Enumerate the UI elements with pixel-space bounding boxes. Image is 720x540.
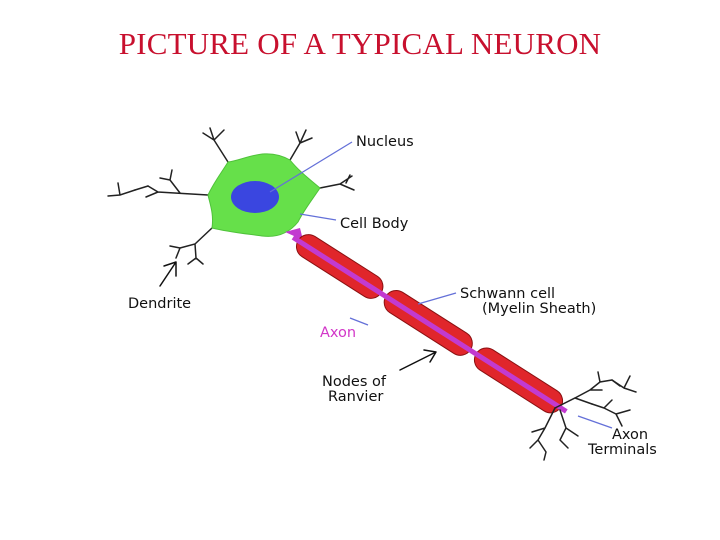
label-schwann-cell: Schwann cell bbox=[460, 286, 555, 302]
axon-core bbox=[291, 235, 568, 414]
axon-leader bbox=[349, 317, 369, 326]
dendrites bbox=[107, 127, 355, 265]
schwann-leader bbox=[417, 292, 457, 305]
label-axon: Axon bbox=[320, 325, 356, 341]
axon-terminals bbox=[529, 371, 637, 461]
label-ranvier: Ranvier bbox=[328, 389, 383, 405]
label-axon-terminals-2: Terminals bbox=[587, 442, 657, 458]
label-axon-terminals-1: Axon bbox=[612, 427, 648, 443]
page-title: PICTURE OF A TYPICAL NEURON bbox=[118, 26, 602, 61]
arrows bbox=[159, 261, 437, 371]
label-cell-body: Cell Body bbox=[340, 216, 409, 232]
label-myelin-sheath: (Myelin Sheath) bbox=[482, 301, 596, 317]
nucleus bbox=[231, 181, 279, 213]
nucleus-leader bbox=[269, 141, 353, 193]
nodes-arrow bbox=[399, 349, 437, 371]
axon-hillock bbox=[285, 228, 303, 240]
dendrite-arrow bbox=[159, 261, 177, 287]
leader-lines bbox=[269, 141, 613, 429]
label-nucleus: Nucleus bbox=[356, 134, 414, 150]
myelin-sheath bbox=[291, 234, 568, 414]
cell-body-leader bbox=[299, 213, 337, 221]
label-nodes-of: Nodes of bbox=[322, 374, 387, 390]
label-dendrite: Dendrite bbox=[128, 296, 191, 312]
terminals-leader bbox=[577, 415, 613, 429]
